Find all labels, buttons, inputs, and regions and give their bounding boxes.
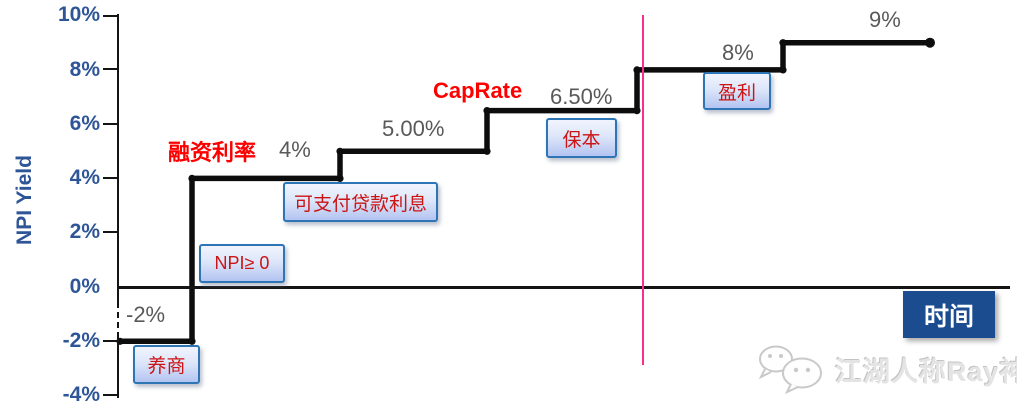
stage-box-pay-loan-interest: 可支付贷款利息 (283, 182, 438, 222)
stage-box-yangshang: 养商 (133, 345, 200, 384)
stage-box-breakeven: 保本 (546, 118, 617, 158)
watermark-text: 江湖人称Ray神 (835, 356, 1017, 387)
value-label-8: 8% (722, 40, 754, 65)
y-tick-label-2: 2% (69, 220, 100, 243)
y-tick-label-8: 8% (69, 58, 100, 81)
y-tick-label-neg4: -4% (62, 383, 100, 406)
cap-rate-label: CapRate (433, 78, 523, 103)
value-label-neg2: -2% (126, 302, 166, 327)
y-tick-mark (103, 68, 117, 70)
x-axis-line (117, 286, 1010, 289)
y-tick-mark (103, 15, 117, 17)
y-tick-mark (103, 340, 117, 342)
value-label-9: 9% (869, 7, 901, 32)
x-axis-title: 时间 (923, 302, 974, 331)
watermark: 江湖人称Ray神 (755, 343, 1017, 395)
y-axis-title: NPI Yield (13, 155, 36, 245)
y-axis-line-upper (117, 14, 119, 302)
y-tick-label-10: 10% (57, 3, 100, 26)
y-axis-dashed-segment (117, 302, 119, 338)
value-label-5: 5.00% (382, 116, 445, 141)
y-tick-mark (103, 123, 117, 125)
divider-line (642, 15, 644, 365)
x-axis-title-box: 时间 (903, 291, 995, 338)
y-tick-label-6: 6% (69, 112, 100, 135)
value-label-6-5: 6.50% (550, 84, 613, 109)
y-tick-label-0: 0% (69, 275, 100, 298)
y-tick-label-4: 4% (69, 166, 100, 189)
financing-rate-label: 融资利率 (168, 140, 257, 165)
y-tick-mark (103, 394, 117, 396)
y-tick-label-neg2: -2% (62, 329, 100, 352)
y-axis-line-lower (117, 338, 119, 398)
wechat-icon (758, 345, 822, 395)
stage-box-npi-ge-0: NPI≥ 0 (199, 244, 285, 283)
y-tick-mark (103, 177, 117, 179)
stage-box-profit: 盈利 (703, 72, 771, 110)
value-label-4: 4% (279, 137, 311, 162)
y-tick-mark (103, 231, 117, 233)
